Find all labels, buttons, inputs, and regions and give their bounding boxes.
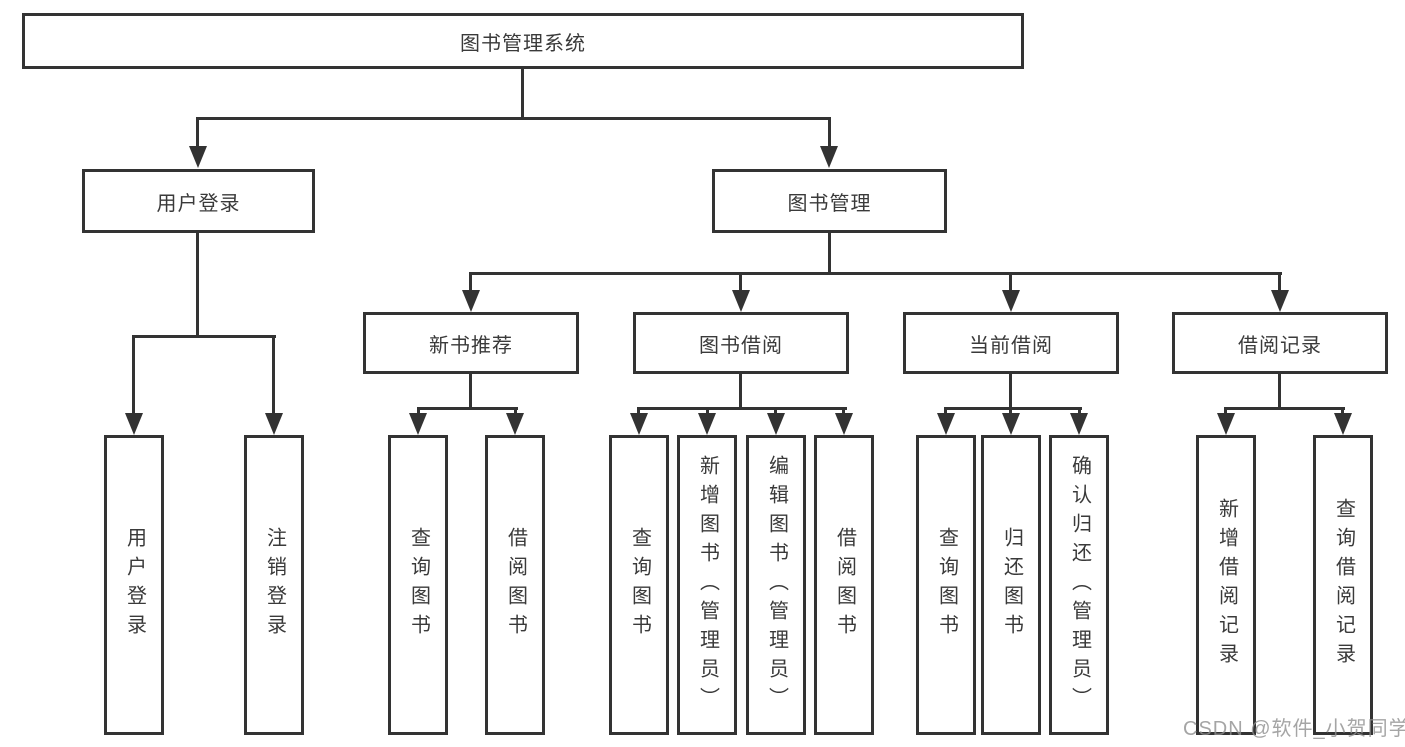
leaf-query-books-borrow: 查询图书 (609, 435, 669, 735)
arrow-down (409, 413, 427, 435)
connector-line (774, 407, 777, 417)
arrow-down (1217, 413, 1235, 435)
leaf-logout: 注销登录 (244, 435, 304, 735)
arrow-down (265, 413, 283, 435)
connector-line (739, 272, 742, 293)
connector-line (1009, 272, 1012, 293)
connector-line (132, 335, 135, 415)
leaf-label: 编辑图书（管理员） (765, 454, 788, 716)
leaf-query-books-current: 查询图书 (916, 435, 976, 735)
arrow-down (1334, 413, 1352, 435)
leaf-label: 查询图书 (628, 527, 651, 643)
arrow-down (630, 413, 648, 435)
connector-line (469, 272, 1282, 275)
node-user-login: 用户登录 (82, 169, 315, 233)
leaf-label: 查询图书 (935, 527, 958, 643)
arrow-down (1271, 290, 1289, 312)
arrow-down (1002, 290, 1020, 312)
leaf-add-books-admin: 新增图书（管理员） (677, 435, 737, 735)
connector-line (944, 407, 1082, 410)
leaf-label: 新增借阅记录 (1215, 498, 1238, 672)
connector-line (469, 374, 472, 409)
leaf-query-borrow-record: 查询借阅记录 (1313, 435, 1373, 735)
leaf-query-books-recommend: 查询图书 (388, 435, 448, 735)
node-library-management-system: 图书管理系统 (22, 13, 1024, 69)
connector-line (1224, 407, 1345, 410)
leaf-edit-books-admin: 编辑图书（管理员） (746, 435, 806, 735)
connector-line (196, 233, 199, 337)
node-current-borrowing: 当前借阅 (903, 312, 1119, 374)
leaf-borrow-books-recommend: 借阅图书 (485, 435, 545, 735)
leaf-label: 确认归还（管理员） (1068, 454, 1091, 716)
arrow-down (506, 413, 524, 435)
leaf-borrow-books-borrow: 借阅图书 (814, 435, 874, 735)
arrow-down (1002, 413, 1020, 435)
leaf-user-login: 用户登录 (104, 435, 164, 735)
connector-line (706, 407, 709, 417)
node-book-management: 图书管理 (712, 169, 947, 233)
arrow-down (698, 413, 716, 435)
connector-line (1278, 374, 1281, 409)
connector-line (521, 67, 524, 119)
csdn-watermark: CSDN @软件_小贺同学 (1183, 718, 1405, 740)
node-new-book-recommendation: 新书推荐 (363, 312, 579, 374)
connector-line (132, 335, 276, 338)
connector-line (739, 374, 742, 409)
node-borrowing-records: 借阅记录 (1172, 312, 1388, 374)
node-book-borrowing: 图书借阅 (633, 312, 849, 374)
arrow-down (937, 413, 955, 435)
connector-line (514, 407, 517, 417)
connector-line (1278, 272, 1281, 293)
leaf-label: 注销登录 (263, 527, 286, 643)
leaf-label: 查询借阅记录 (1332, 498, 1355, 672)
connector-line (1341, 407, 1344, 417)
leaf-label: 借阅图书 (833, 527, 856, 643)
leaf-add-borrow-record: 新增借阅记录 (1196, 435, 1256, 735)
arrow-down (125, 413, 143, 435)
arrow-down (462, 290, 480, 312)
connector-line (637, 407, 640, 417)
leaf-label: 查询图书 (407, 527, 430, 643)
connector-line (637, 407, 847, 410)
arrow-down (835, 413, 853, 435)
connector-line (842, 407, 845, 417)
arrow-down (732, 290, 750, 312)
connector-line (1078, 407, 1081, 417)
connector-line (944, 407, 947, 417)
connector-line (417, 407, 518, 410)
connector-line (272, 335, 275, 415)
connector-line (469, 272, 472, 293)
connector-line (196, 117, 199, 150)
connector-line (1009, 407, 1012, 417)
connector-line (1224, 407, 1227, 417)
connector-line (417, 407, 420, 417)
leaf-return-books: 归还图书 (981, 435, 1041, 735)
arrow-down (767, 413, 785, 435)
leaf-label: 借阅图书 (504, 527, 527, 643)
connector-line (828, 233, 831, 275)
arrow-down (189, 146, 207, 168)
leaf-label: 归还图书 (1000, 527, 1023, 643)
arrow-down (1070, 413, 1088, 435)
connector-line (828, 117, 831, 150)
connector-line (1009, 374, 1012, 409)
leaf-confirm-return-admin: 确认归还（管理员） (1049, 435, 1109, 735)
leaf-label: 新增图书（管理员） (696, 454, 719, 716)
arrow-down (820, 146, 838, 168)
leaf-label: 用户登录 (123, 527, 146, 643)
connector-line (196, 117, 831, 120)
